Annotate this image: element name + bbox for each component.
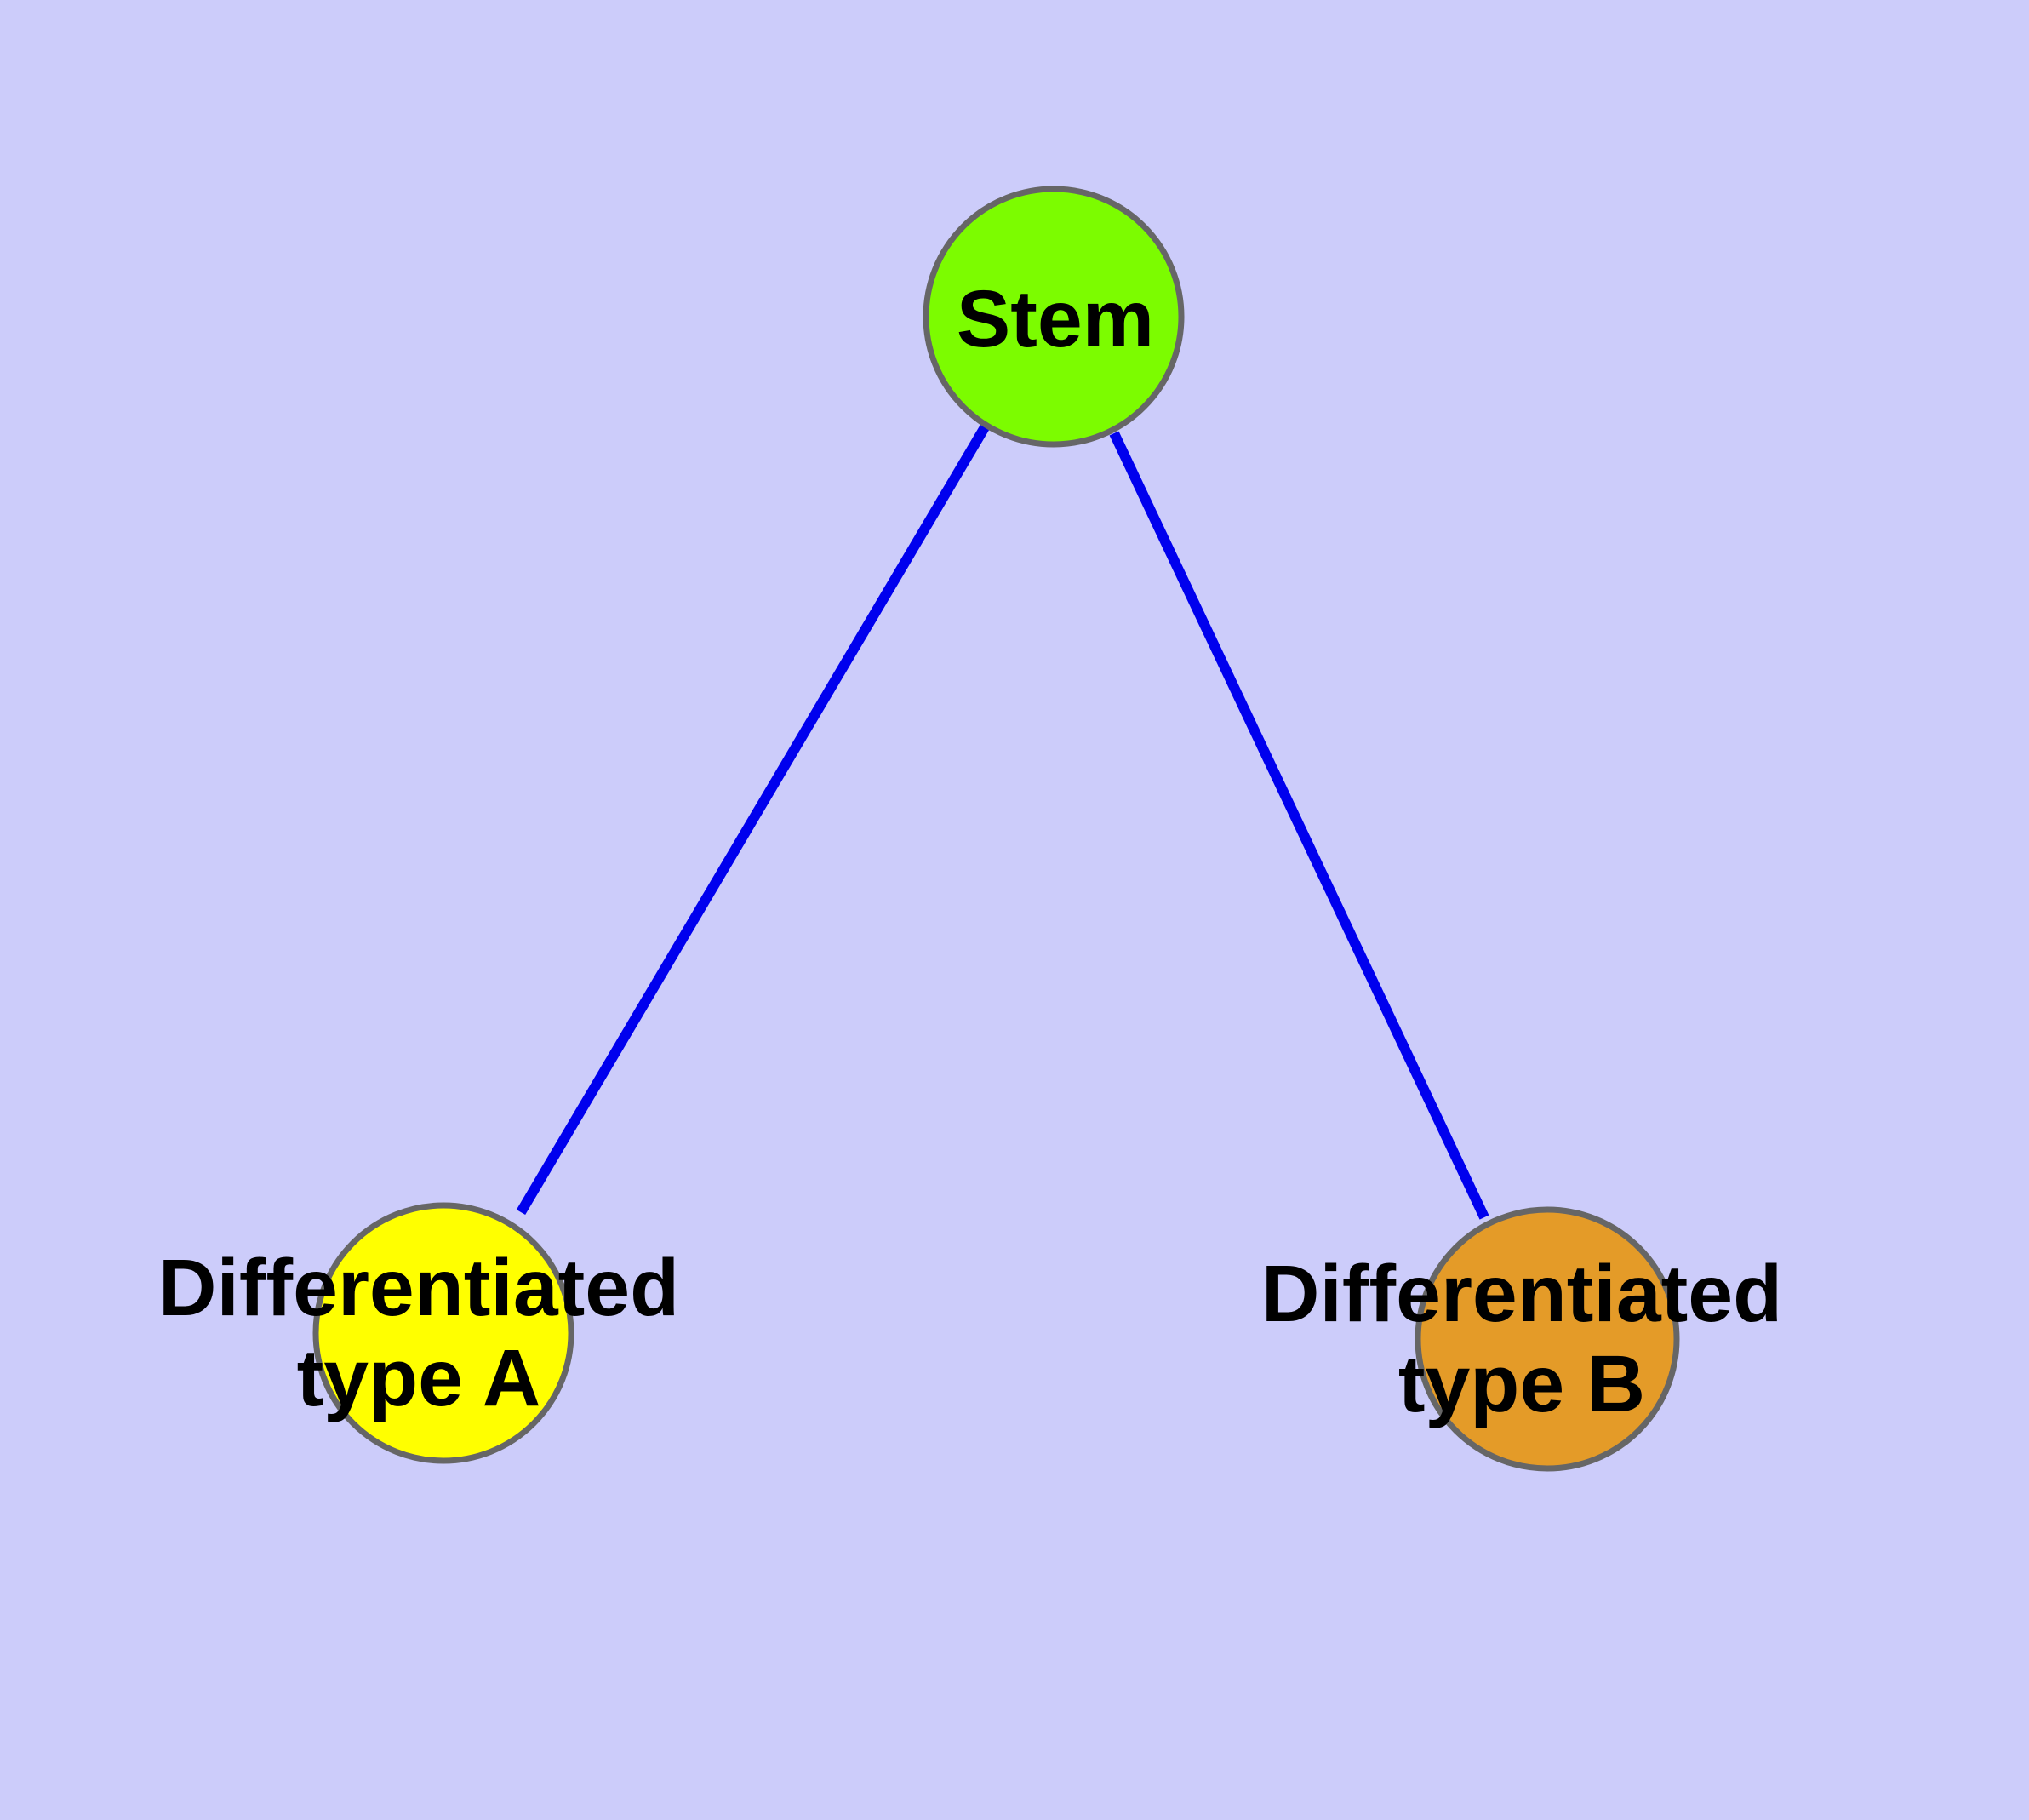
nodes-layer <box>312 186 1680 1472</box>
graph-node-diff-b[interactable] <box>1415 1206 1680 1472</box>
graph-node-diff-a[interactable] <box>312 1202 574 1464</box>
edges-layer <box>516 424 1489 1220</box>
graph-node-stem[interactable] <box>923 186 1185 448</box>
graph-edge-stem-to-a <box>516 424 990 1216</box>
graph-edge-stem-to-b <box>1109 431 1489 1220</box>
